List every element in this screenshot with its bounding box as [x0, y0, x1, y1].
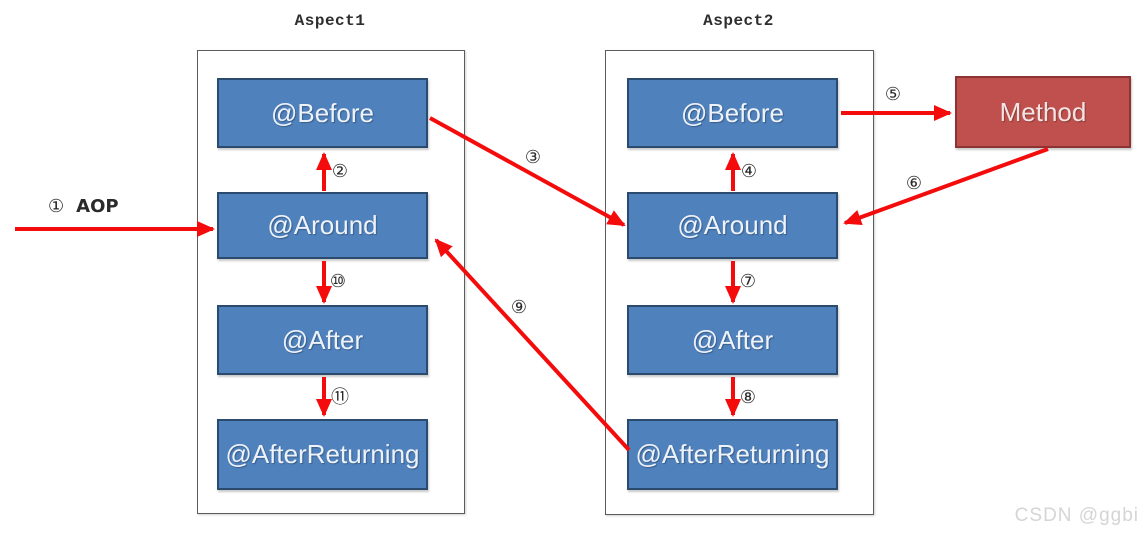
arrow-label-e6: ⑥ — [906, 173, 922, 194]
aspect2-node-around: @Around — [627, 192, 838, 259]
arrow-label-e3: ③ — [525, 147, 541, 168]
arrow-label-e5: ⑤ — [885, 84, 901, 105]
watermark: CSDN @ggbi — [1014, 505, 1139, 526]
aspect1-node-afterreturning: @AfterReturning — [217, 419, 428, 490]
aspect1-node-before: @Before — [217, 78, 428, 148]
aspect2-node-afterreturning: @AfterReturning — [627, 419, 838, 490]
aspect1-node-around: @Around — [217, 192, 428, 259]
aspect2-node-before: @Before — [627, 78, 838, 148]
aspect2-title: Aspect2 — [703, 12, 774, 30]
aspect1-title: Aspect1 — [294, 12, 366, 30]
aspect2-node-after: @After — [627, 305, 838, 375]
arrow-label-e9: ⑨ — [511, 297, 527, 318]
aspect1-node-after: @After — [217, 305, 428, 375]
method-node: Method — [955, 76, 1131, 148]
arrow-method-to-aspect2-around — [843, 147, 1049, 226]
